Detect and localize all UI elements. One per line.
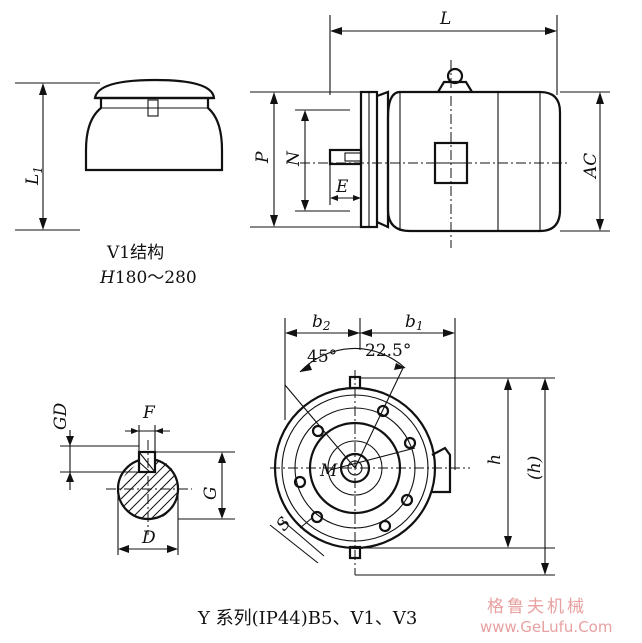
dim-l-label: L	[439, 9, 451, 29]
shaft-section-view: F GD G D	[51, 402, 235, 555]
watermark-url: www.GeLufu.Com	[480, 618, 612, 636]
dim-f-label: F	[142, 403, 156, 423]
angle-45-label: 45°	[307, 347, 337, 367]
dim-h-label: h	[485, 454, 505, 465]
angle-22-5-label: 22.5°	[365, 341, 411, 361]
dim-b1-label: b1	[405, 312, 424, 333]
dim-h-paren-label: (h)	[525, 456, 545, 480]
figure-caption: Y 系列(IP44)B5、V1、V3	[197, 608, 417, 629]
dim-ac-label: AC	[581, 153, 601, 180]
dim-n-label: N	[284, 150, 304, 167]
dim-d-label: D	[141, 528, 156, 548]
dim-l1-label: L1	[23, 166, 45, 186]
v1-structure-view: L1 V1结构 H180～280	[15, 78, 224, 288]
dim-p-label: P	[253, 151, 273, 164]
v1-caption-line1: V1结构	[106, 243, 164, 263]
motor-front-view: b2 b1 45° 22.5° M	[269, 312, 555, 576]
dim-e-label: E	[335, 177, 349, 197]
dim-b2-label: b2	[312, 312, 331, 333]
dim-m-label: M	[319, 461, 338, 481]
v1-caption-line2: H180～280	[99, 268, 197, 288]
dim-gd-label: GD	[51, 402, 71, 430]
watermark-cn: 格鲁夫机械	[487, 597, 587, 617]
motor-side-view: L E P	[250, 9, 610, 248]
dim-g-label: G	[201, 486, 221, 500]
